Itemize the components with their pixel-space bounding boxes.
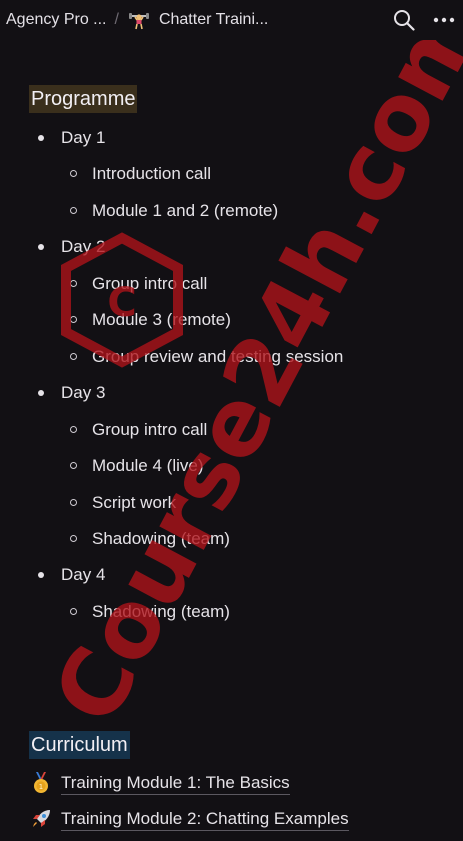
programme-heading: Programme (29, 85, 138, 113)
day-3-label: Day 3 (61, 383, 106, 402)
list-item: Module 3 (remote) (92, 310, 231, 329)
list-item: Group review and testing session (92, 347, 344, 366)
top-actions (391, 0, 457, 40)
sub-bullet (70, 353, 77, 360)
rocket-icon (30, 808, 52, 830)
bullet (38, 135, 44, 141)
bullet (38, 244, 44, 250)
page-content: Programme Day 1 Introduction call Module… (0, 40, 463, 841)
training-module-1-label: Training Module 1: The Basics (61, 772, 290, 795)
list-item: Module 1 and 2 (remote) (92, 201, 279, 220)
weightlifter-emoji-icon (128, 10, 149, 30)
list-item: Shadowing (team) (92, 602, 230, 621)
top-bar: Agency Pro ... / Chatter Traini... (0, 0, 463, 40)
sub-bullet (70, 316, 77, 323)
day-2-label: Day 2 (61, 237, 106, 256)
bullet (38, 390, 44, 396)
sub-bullet (70, 535, 77, 542)
search-icon[interactable] (391, 7, 417, 33)
sub-bullet (70, 462, 77, 469)
bullet (38, 572, 44, 578)
day-4-label: Day 4 (61, 565, 106, 584)
svg-text:1: 1 (39, 783, 43, 791)
training-module-2-label: Training Module 2: Chatting Examples (61, 808, 349, 831)
list-item: Group intro call (92, 420, 208, 439)
sub-bullet (70, 608, 77, 615)
training-module-1-link[interactable]: 1 Training Module 1: The Basics (30, 770, 290, 796)
sub-bullet (70, 170, 77, 177)
list-item: Shadowing (team) (92, 529, 230, 548)
list-item: Introduction call (92, 164, 212, 183)
sub-bullet (70, 207, 77, 214)
gold-medal-icon: 1 (30, 772, 52, 794)
day-1-label: Day 1 (61, 128, 106, 147)
breadcrumb-workspace[interactable]: Agency Pro ... (6, 11, 107, 28)
training-module-2-link[interactable]: Training Module 2: Chatting Examples (30, 806, 349, 832)
more-horizontal-icon[interactable] (431, 7, 457, 33)
list-item: Script work (92, 493, 177, 512)
list-item: Module 4 (live) (92, 456, 204, 475)
curriculum-heading: Curriculum (29, 731, 130, 759)
breadcrumb-page[interactable]: Chatter Traini... (158, 11, 269, 28)
sub-bullet (70, 426, 77, 433)
breadcrumb-separator: / (114, 11, 119, 28)
sub-bullet (70, 280, 77, 287)
sub-bullet (70, 499, 77, 506)
list-item: Group intro call (92, 274, 208, 293)
